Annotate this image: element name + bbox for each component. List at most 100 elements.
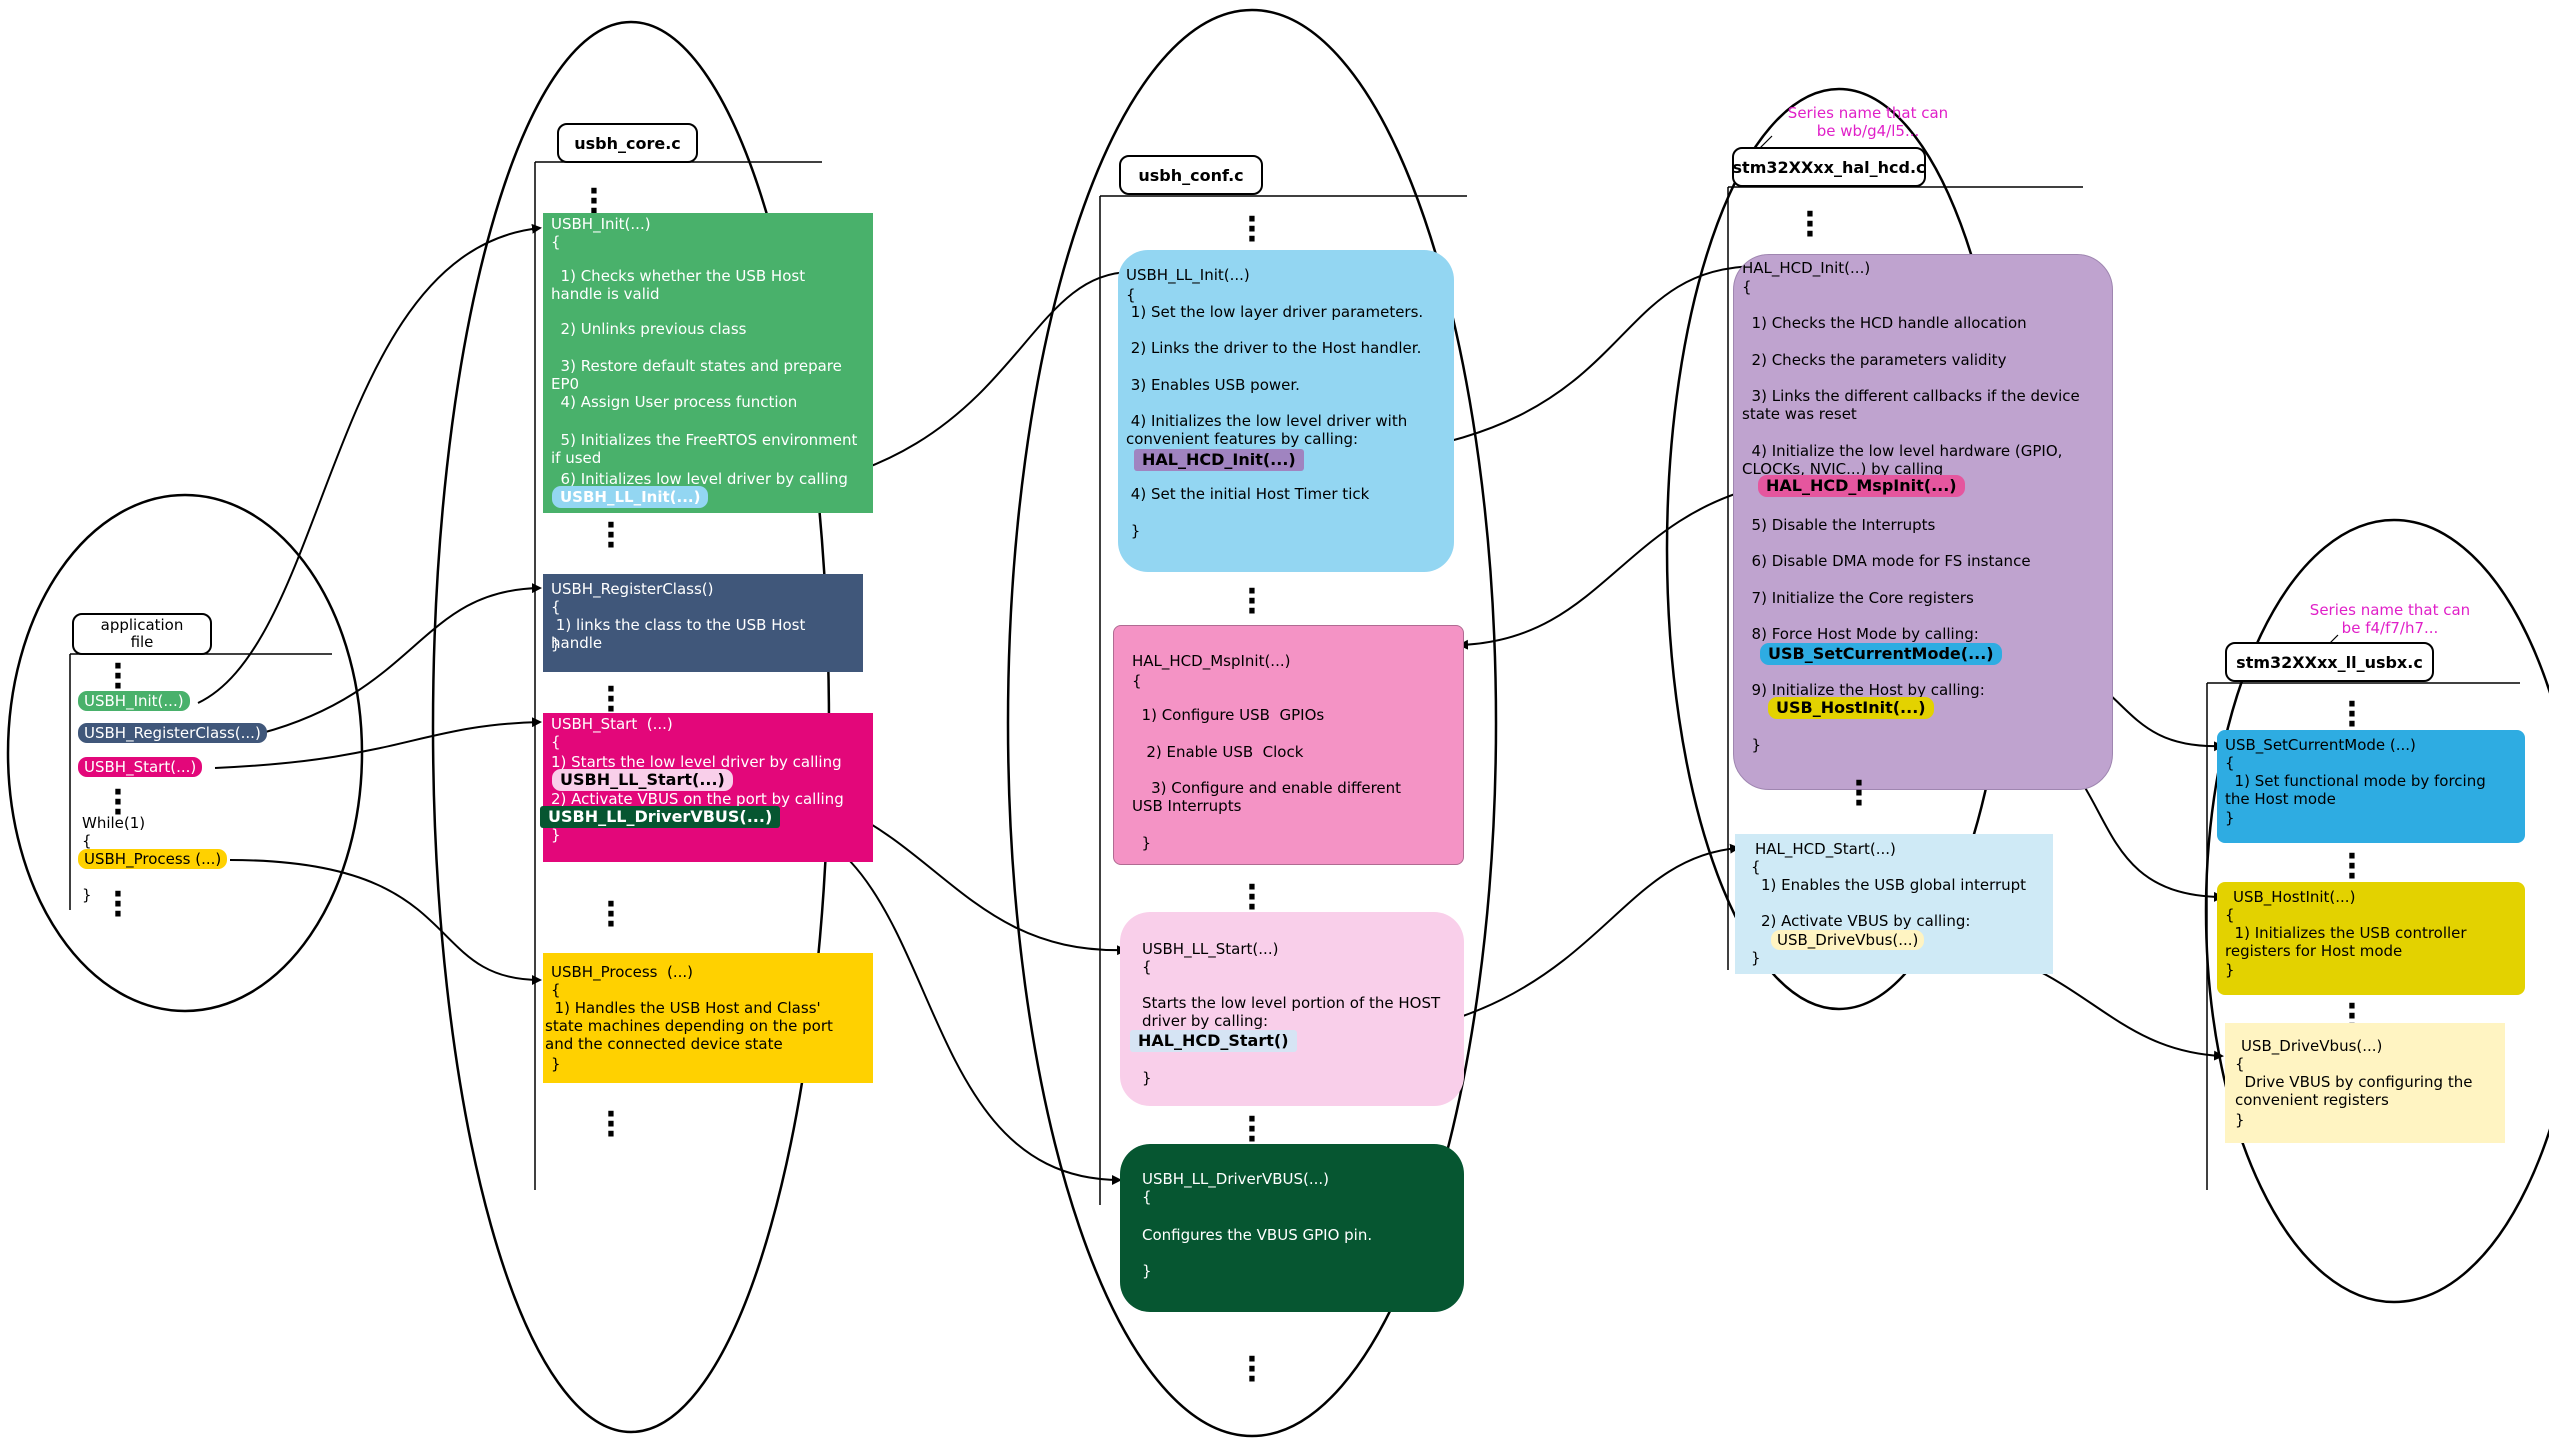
conf-msp-line-0: HAL_HCD_MspInit(...) [1132,652,1291,670]
usbx-usb-setcurrentmode-box[interactable]: USB_SetCurrentMode (...) { 1) Set functi… [2217,730,2525,843]
usbx-setmode-line-3: } [2225,809,2235,827]
core-usbh-init-box[interactable]: USBH_Init(...) { 1) Checks whether the U… [543,213,873,513]
core-start-line-0: USBH_Start (...) [551,715,673,733]
hcd-usb-hostinit-call[interactable]: USB_HostInit(...) [1768,697,1934,719]
hcd-init-line-1: { [1742,278,1752,296]
core-usbh-ll-start-call[interactable]: USBH_LL_Start(...) [552,769,733,791]
core-usbh-registerclass-box[interactable]: USBH_RegisterClass() { 1) links the clas… [543,574,863,672]
hcd-init-line-11: } [1742,736,1762,754]
core-init-line-5: 4) Assign User process function [551,393,798,411]
core-dots-4: ··· [605,887,617,942]
arrow-mspinit-to-conf [1458,485,1763,650]
core-file-tab: usbh_core.c [557,123,698,163]
app-dots-top: ··· [112,649,124,704]
conf-llinit-line-5: 4) Initializes the low level driver with… [1126,412,1413,448]
conf-hal-hcd-start-call[interactable]: HAL_HCD_Start() [1130,1030,1297,1052]
core-process-line-3: } [551,1055,561,1073]
conf-hal-hcd-init-call[interactable]: HAL_HCD_Init(...) [1134,449,1304,471]
conf-file-tab: usbh_conf.c [1119,155,1263,195]
conf-dots-5: ··· [1246,1342,1258,1397]
core-init-line-6: 5) Initializes the FreeRTOS environment … [551,431,863,467]
hcd-start-line-0: HAL_HCD_Start(...) [1755,840,1896,858]
usbx-usb-drivevbus-box[interactable]: USB_DriveVbus(...) { Drive VBUS by confi… [2225,1023,2505,1143]
conf-llinit-line-7: } [1126,522,1141,540]
hcd-usb-setcurrentmode-call[interactable]: USB_SetCurrentMode(...) [1760,643,2002,665]
usbx-series-note: Series name that can be f4/f7/h7... [2309,601,2471,637]
conf-llinit-line-0: USBH_LL_Init(...) [1126,266,1250,284]
app-dots-bottom: ··· [112,877,124,932]
usbx-hostinit-line-2: 1) Initializes the USB controller regist… [2225,924,2472,960]
conf-dots-3: ··· [1246,870,1258,925]
usbx-setmode-line-2: 1) Set functional mode by forcing the Ho… [2225,772,2491,808]
app-usbh-registerclass-call[interactable]: USBH_RegisterClass(...) [78,723,267,743]
core-usbh-ll-drivervbus-call[interactable]: USBH_LL_DriverVBUS(...) [540,806,781,828]
core-dots-2: ··· [605,508,617,563]
conf-llinit-line-1: { [1126,286,1136,304]
hcd-hal-hcd-start-box[interactable]: HAL_HCD_Start(...) { 1) Enables the USB … [1735,834,2053,974]
conf-llstart-line-2: Starts the low level portion of the HOST… [1142,994,1445,1030]
app-ellipse [6,493,364,1013]
conf-llstart-line-1: { [1142,958,1152,976]
app-usbh-start-call[interactable]: USBH_Start(...) [78,757,203,777]
core-usbh-process-box[interactable]: USBH_Process (...) { 1) Handles the USB … [543,953,873,1083]
core-dots-5: ··· [605,1097,617,1152]
usbx-drive-line-0: USB_DriveVbus(...) [2241,1037,2383,1055]
core-init-line-0: USBH_Init(...) [551,215,651,233]
usbx-dots-2: ··· [2346,839,2358,894]
hcd-start-line-2: 1) Enables the USB global interrupt [1761,876,2027,894]
app-dots-mid: ··· [112,775,124,830]
hcd-init-line-8: 7) Initialize the Core registers [1742,589,1974,607]
app-usbh-init-call[interactable]: USBH_Init(...) [78,691,190,711]
core-start-line-4: } [551,826,561,844]
arrow-app-process-to-core-process [229,859,542,985]
core-dots-3: ··· [605,672,617,727]
hcd-init-line-4: 3) Links the different callbacks if the … [1742,387,2085,423]
conf-usbh-ll-start-box[interactable]: USBH_LL_Start(...) { Starts the low leve… [1120,912,1464,1106]
core-register-line-3: } [551,635,561,653]
hcd-hal-hcd-mspinit-call[interactable]: HAL_HCD_MspInit(...) [1758,475,1965,497]
usbx-usb-hostinit-box[interactable]: USB_HostInit(...) { 1) Initializes the U… [2217,882,2525,995]
conf-driver-line-1: { [1142,1188,1152,1206]
hcd-series-note: Series name that can be wb/g4/l5... [1787,104,1949,140]
usbx-hostinit-line-0: USB_HostInit(...) [2233,888,2356,906]
hcd-dots-1: ··· [1804,197,1816,252]
core-start-line-3: 2) Activate VBUS on the port by calling [551,790,844,808]
usbx-hostinit-line-3: } [2225,961,2235,979]
core-usbh-ll-init-call[interactable]: USBH_LL_Init(...) [552,486,709,508]
conf-hal-hcd-mspinit-box[interactable]: HAL_HCD_MspInit(...) { 1) Configure USB … [1113,625,1464,865]
core-dots-1: ··· [588,174,600,229]
conf-msp-line-1: { [1132,672,1142,690]
arrow-app-init-to-core-init [197,223,542,704]
conf-llinit-line-3: 2) Links the driver to the Host handler. [1126,339,1422,357]
arrow-app-register-to-core-register [261,583,542,734]
hcd-file-tab: stm32XXxx_hal_hcd.c [1732,147,1926,187]
app-brace-open: { [82,832,92,850]
conf-llstart-line-0: USBH_LL_Start(...) [1142,940,1279,958]
app-while-loop: While(1) [82,814,146,832]
usbx-hostinit-line-1: { [2225,906,2235,924]
core-init-line-7: 6) Initializes low level driver by calli… [551,470,848,488]
core-init-line-4: 3) Restore default states and prepare EP… [551,357,847,393]
conf-dots-1: ··· [1246,202,1258,257]
hcd-usb-drivevbus-call[interactable]: USB_DriveVbus(...) [1771,930,1925,950]
core-process-line-0: USBH_Process (...) [551,963,694,981]
hcd-init-line-7: 6) Disable DMA mode for FS instance [1742,552,2031,570]
app-usbh-process-call[interactable]: USBH_Process (...) [78,849,228,869]
usbx-ellipse [2204,518,2549,1304]
conf-driver-line-2: Configures the VBUS GPIO pin. [1142,1226,1373,1244]
conf-usbh-ll-init-box[interactable]: USBH_LL_Init(...) { 1) Set the low layer… [1118,250,1454,572]
conf-msp-line-2: 1) Configure USB GPIOs [1132,706,1325,724]
usbx-setmode-line-0: USB_SetCurrentMode (...) [2225,736,2416,754]
core-init-line-3: 2) Unlinks previous class [551,320,747,338]
usbx-file-tab: stm32XXxx_ll_usbx.c [2225,642,2434,682]
conf-msp-line-5: } [1132,834,1152,852]
usbx-drive-line-1: { [2235,1055,2245,1073]
usbx-dots-1: ··· [2346,687,2358,742]
hcd-dots-2: ··· [1853,766,1865,821]
hcd-start-line-3: 2) Activate VBUS by calling: [1761,912,1971,930]
usbx-setmode-line-1: { [2225,754,2235,772]
app-file-tab: application file [72,613,212,655]
hcd-init-line-0: HAL_HCD_Init(...) [1742,259,1871,277]
conf-usbh-ll-drivervbus-box[interactable]: USBH_LL_DriverVBUS(...) { Configures the… [1120,1144,1464,1312]
